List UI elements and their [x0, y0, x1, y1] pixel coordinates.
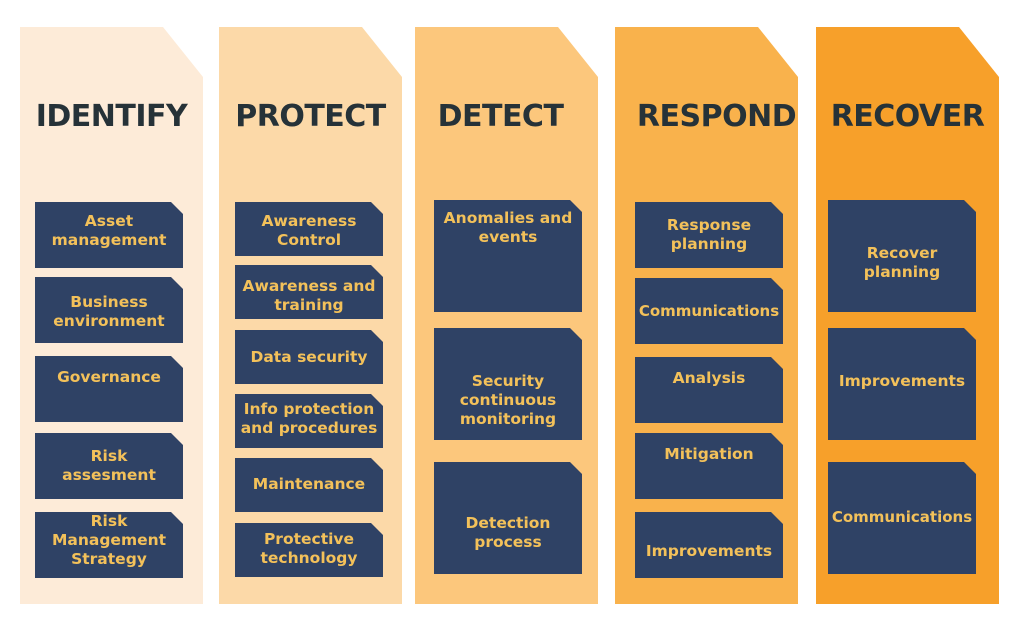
item-analysis: Analysis: [635, 357, 783, 423]
column-title-protect: PROTECT: [235, 99, 386, 134]
item-data-security: Data security: [235, 330, 383, 384]
column-title-identify: IDENTIFY: [35, 99, 188, 134]
item-asset-management: Asset management: [35, 202, 183, 268]
item-business-environment: Business environment: [35, 277, 183, 343]
column-title-recover: RECOVER: [830, 99, 985, 134]
item-communications-recover: Communications: [828, 462, 976, 574]
item-response-planning: Response planning: [635, 202, 783, 268]
item-info-protection: Info protection and procedures: [235, 394, 383, 448]
item-risk-management-strategy: Risk Management Strategy: [35, 512, 183, 578]
item-anomalies-and-events: Anomalies and events: [434, 200, 582, 312]
item-awareness-control: Awareness Control: [235, 202, 383, 256]
item-improvements-respond: Improvements: [635, 512, 783, 578]
item-improvements-recover: Improvements: [828, 328, 976, 440]
column-recover: RECOVER Recover planning Improvements Co…: [816, 27, 999, 604]
column-detect: DETECT Anomalies and events Security con…: [415, 27, 598, 604]
item-awareness-and-training: Awareness and training: [235, 265, 383, 319]
item-recover-planning: Recover planning: [828, 200, 976, 312]
column-title-detect: DETECT: [437, 99, 564, 134]
item-mitigation: Mitigation: [635, 433, 783, 499]
item-risk-assesment: Risk assesment: [35, 433, 183, 499]
item-governance: Governance: [35, 356, 183, 422]
column-protect: PROTECT Awareness Control Awareness and …: [219, 27, 402, 604]
column-respond: RESPOND Response planning Communications…: [615, 27, 798, 604]
item-communications-respond: Communications: [635, 278, 783, 344]
item-maintenance: Maintenance: [235, 458, 383, 512]
item-security-continuous-monitoring: Security continuous monitoring: [434, 328, 582, 440]
column-identify: IDENTIFY Asset management Business envir…: [20, 27, 203, 604]
item-protective-technology: Protective technology: [235, 523, 383, 577]
column-title-respond: RESPOND: [636, 99, 797, 134]
item-detection-process: Detection process: [434, 462, 582, 574]
